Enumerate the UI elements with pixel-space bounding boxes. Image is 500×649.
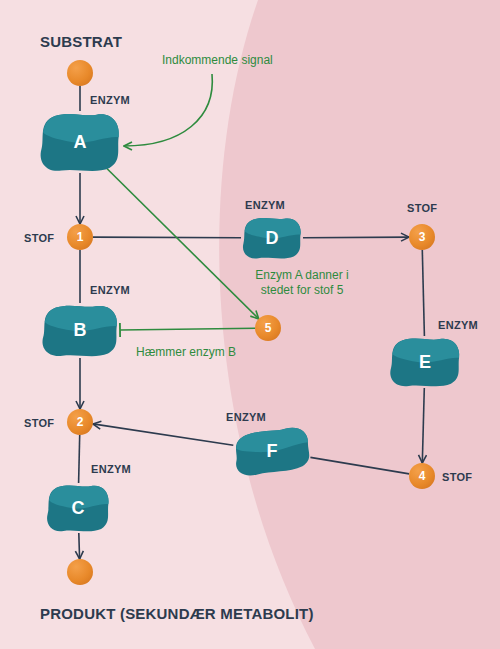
enzyme-letter: E (388, 336, 462, 388)
node-heading: STOF (24, 232, 54, 244)
edge-label: Hæmmer enzym B (136, 345, 256, 360)
signal-label: Indkommende signal (162, 53, 273, 68)
enzyme-letter: D (241, 216, 303, 260)
substance-circle: STOF4 (409, 463, 435, 489)
connector (120, 328, 255, 330)
connector (79, 173, 81, 224)
enzyme-letter: A (38, 111, 122, 173)
connector (422, 388, 424, 463)
connector (303, 236, 409, 238)
enzyme-blob: ENZYMC (45, 483, 111, 533)
enzyme-letter: B (40, 303, 120, 358)
substance-number: 2 (67, 409, 93, 435)
node-heading: STOF (24, 417, 54, 429)
node-heading: ENZYM (91, 463, 131, 475)
enzyme-blob: ENZYMD (241, 216, 303, 260)
substance-number: 5 (255, 315, 281, 341)
node-heading: ENZYM (90, 94, 130, 106)
connector (79, 86, 81, 111)
enzyme-blob: ENZYME (388, 336, 462, 388)
substance-circle: STOF3 (409, 224, 435, 250)
node-heading: STOF (407, 202, 437, 214)
enzyme-body (232, 425, 312, 477)
connector (105, 167, 259, 319)
enzyme-blob: ENZYMA (38, 111, 122, 173)
background-region (219, 0, 500, 649)
enzyme-letter: F (232, 428, 312, 474)
connector (79, 435, 80, 483)
connector (310, 457, 409, 474)
connector (79, 358, 81, 409)
substance-number: 4 (409, 463, 435, 489)
node-heading: ENZYM (226, 411, 266, 423)
signal-arrow (124, 74, 212, 146)
node-heading: ENZYM (438, 319, 478, 331)
substance-circle: SUBSTRAT (67, 60, 93, 86)
edge-label: Enzym A danner i stedet for stof 5 (238, 268, 366, 298)
node-heading: ENZYM (90, 284, 130, 296)
node-heading: ENZYM (245, 199, 285, 211)
connector (422, 250, 424, 336)
substance-circle: PRODUKT (SEKUNDÆR METABOLIT) (67, 559, 93, 585)
connector (79, 250, 81, 303)
node-heading: PRODUKT (SEKUNDÆR METABOLIT) (40, 605, 314, 622)
enzyme-letter: C (45, 483, 111, 533)
connector (93, 424, 233, 445)
node-heading: STOF (442, 471, 472, 483)
substance-circle: STOF2 (67, 409, 93, 435)
connector (78, 533, 80, 559)
substance-number: 1 (67, 224, 93, 250)
enzyme-blob: ENZYMF (232, 428, 312, 474)
substance-circle: 5 (255, 315, 281, 341)
connector (93, 236, 241, 238)
substance-circle: STOF1 (67, 224, 93, 250)
node-heading: SUBSTRAT (40, 33, 122, 50)
substance-number: 3 (409, 224, 435, 250)
enzyme-blob: ENZYMB (40, 303, 120, 358)
